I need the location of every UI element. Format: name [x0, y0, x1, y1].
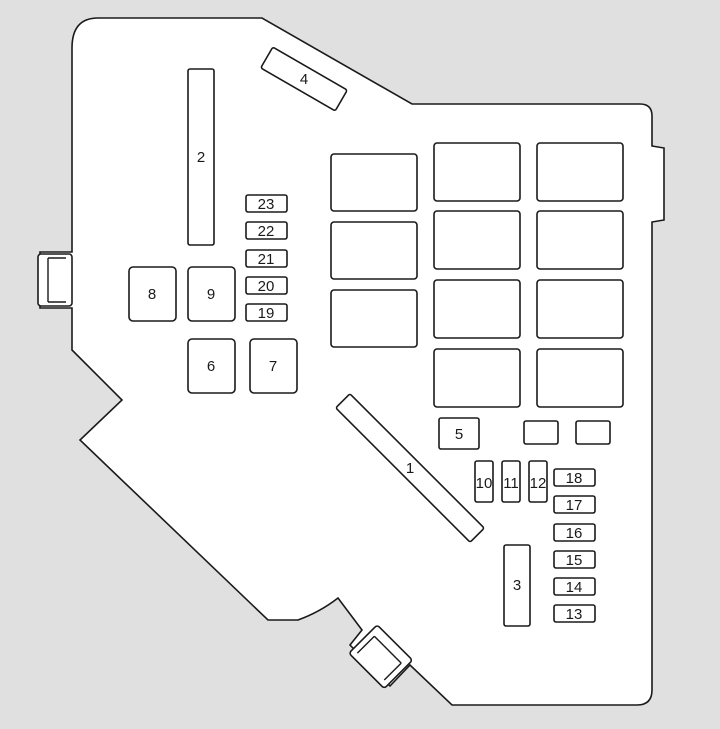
fuse-6-label: 6 [207, 358, 215, 375]
fuse-15 [553, 550, 596, 569]
fuse-2-label: 2 [197, 149, 205, 166]
fuse-4 [260, 47, 348, 111]
relay-block [536, 142, 624, 202]
relay-block [433, 279, 521, 339]
left-connector [37, 253, 73, 307]
fuse-19-label: 19 [258, 305, 275, 322]
fuse-10-label: 10 [476, 475, 493, 492]
fuse-16-label: 16 [566, 525, 583, 542]
fuse-16 [553, 523, 596, 542]
fuse-7-label: 7 [269, 358, 277, 375]
fuse-20-label: 20 [258, 278, 275, 295]
fuse-5 [438, 417, 480, 450]
fuse-4-label: 4 [300, 71, 308, 88]
fuse-22-label: 22 [258, 223, 275, 240]
spare-block [523, 420, 559, 445]
relay-block [536, 279, 624, 339]
relay-block [330, 289, 418, 348]
spare-block [575, 420, 611, 445]
fuse-17-label: 17 [566, 497, 583, 514]
fuse-12 [528, 460, 548, 503]
fuse-6 [187, 338, 236, 394]
fuse-21 [245, 249, 288, 268]
bottom-connector [349, 625, 413, 689]
relay-block [330, 221, 418, 280]
fuse-5-label: 5 [455, 426, 463, 443]
fuse-9-label: 9 [207, 286, 215, 303]
relay-block [330, 153, 418, 212]
fuse-3-label: 3 [513, 577, 521, 594]
fuse-14-label: 14 [566, 579, 583, 596]
fuse-20 [245, 276, 288, 295]
fuse-2 [187, 68, 215, 246]
relay-block [536, 348, 624, 408]
fuse-13 [553, 604, 596, 623]
fuse-13-label: 13 [566, 606, 583, 623]
fuse-1 [335, 393, 485, 543]
fuse-10 [474, 460, 494, 503]
relay-block [433, 210, 521, 270]
fuse-22 [245, 221, 288, 240]
fuse-1-label: 1 [406, 460, 414, 477]
fuse-12-label: 12 [530, 475, 547, 492]
fuse-14 [553, 577, 596, 596]
fuse-8 [128, 266, 177, 322]
fuse-23 [245, 194, 288, 213]
fuse-17 [553, 495, 596, 514]
fuse-9 [187, 266, 236, 322]
fuse-11 [501, 460, 521, 503]
fuse-8-label: 8 [148, 286, 156, 303]
fuse-11-label: 11 [503, 475, 519, 492]
relay-block [433, 348, 521, 408]
relay-block [536, 210, 624, 270]
fuse-15-label: 15 [566, 552, 583, 569]
relay-block [433, 142, 521, 202]
fuse-23-label: 23 [258, 196, 275, 213]
fuse-18 [553, 468, 596, 487]
fuse-21-label: 21 [258, 251, 275, 268]
fuse-3 [503, 544, 531, 627]
fuse-18-label: 18 [566, 470, 583, 487]
fuse-19 [245, 303, 288, 322]
fuse-7 [249, 338, 298, 394]
